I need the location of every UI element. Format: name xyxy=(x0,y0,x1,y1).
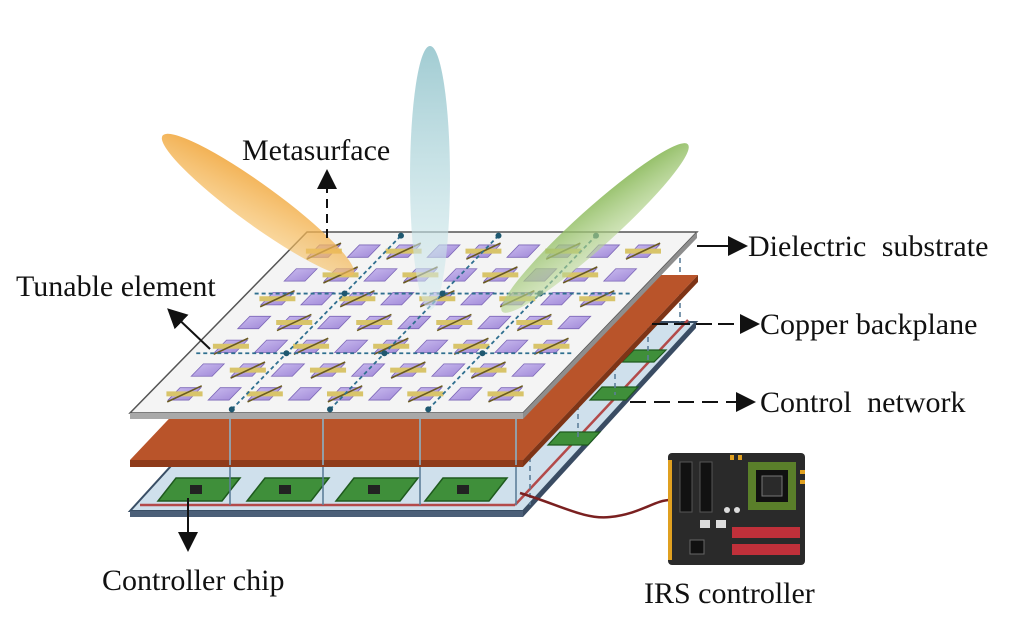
tunable-element-diode xyxy=(453,337,489,356)
tunable-element-diode xyxy=(516,313,552,332)
tunable-element-diode xyxy=(247,385,283,403)
unit-patch xyxy=(300,292,335,306)
tunable-element-diode xyxy=(213,337,249,356)
control-line xyxy=(427,234,597,411)
control-line xyxy=(231,234,402,411)
tunable-element-diode xyxy=(230,361,266,379)
unit-patch xyxy=(539,292,575,306)
label-metasurface: Metasurface xyxy=(242,134,391,167)
unit-patch xyxy=(350,363,386,377)
control-node xyxy=(381,350,388,357)
label-control-network: Control network xyxy=(760,386,966,419)
unit-patch xyxy=(430,363,466,377)
unit-patch xyxy=(557,315,592,330)
label-irs-controller: IRS controller xyxy=(644,577,815,610)
beam-center xyxy=(410,46,450,310)
tunable-element-diode xyxy=(625,242,661,260)
tunable-element-diode xyxy=(482,266,518,284)
control-node xyxy=(228,406,235,413)
control-node xyxy=(341,290,348,297)
control-node xyxy=(439,290,446,297)
unit-patch xyxy=(333,339,369,353)
unit-patch xyxy=(511,363,546,377)
irs-controller-board xyxy=(519,453,805,565)
controller-chip xyxy=(423,477,509,502)
unit-patch xyxy=(448,387,483,401)
unit-patch xyxy=(443,268,478,282)
unit-patch xyxy=(287,387,323,401)
tunable-element-diode xyxy=(436,313,472,332)
label-controller-chip: Controller chip xyxy=(102,564,285,597)
controller-chip xyxy=(245,477,331,502)
unit-cell-array xyxy=(166,242,661,403)
control-line xyxy=(329,234,500,411)
unit-patch xyxy=(283,268,318,282)
control-node xyxy=(283,350,290,357)
tunable-element-diode xyxy=(356,313,392,332)
tunable-element-diode xyxy=(562,266,598,284)
tunable-element-diode xyxy=(488,385,524,403)
unit-patch xyxy=(316,315,352,330)
unit-patch xyxy=(207,387,243,401)
unit-patch xyxy=(476,315,512,330)
tunable-element-diode xyxy=(390,361,426,379)
controller-chip xyxy=(156,477,242,502)
controller-chips xyxy=(156,349,668,502)
tunable-element-diode xyxy=(470,361,506,379)
unit-patch xyxy=(602,268,638,282)
radiation-beams xyxy=(161,46,689,313)
unit-patch xyxy=(363,268,398,282)
unit-patch xyxy=(270,363,306,377)
tunable-element-diode xyxy=(166,385,203,403)
unit-patch xyxy=(494,339,529,353)
tunable-element-arrow xyxy=(167,308,211,350)
beam-right xyxy=(501,143,689,313)
control-node xyxy=(495,232,502,239)
control-node xyxy=(479,350,486,357)
label-dielectric-substrate: Dielectric substrate xyxy=(748,230,989,263)
tunable-element-diode xyxy=(259,289,295,308)
unit-patch xyxy=(236,315,272,330)
unit-patch xyxy=(346,244,382,258)
controller-chip xyxy=(334,477,420,502)
beam-left xyxy=(161,133,355,277)
control-node xyxy=(327,406,334,413)
unit-patch xyxy=(367,387,403,401)
annotation-arrows xyxy=(167,169,760,552)
unit-patch xyxy=(459,292,495,306)
unit-patch xyxy=(506,244,541,258)
control-node xyxy=(425,406,432,413)
tunable-element-diode xyxy=(310,361,346,379)
tunable-element-diode xyxy=(533,337,569,356)
tunable-element-diode xyxy=(407,385,443,403)
label-copper-backplane: Copper backplane xyxy=(760,308,978,341)
control-node xyxy=(397,232,404,239)
unit-patch xyxy=(379,292,415,306)
tunable-element-diode xyxy=(293,337,329,356)
tunable-element-diode xyxy=(276,313,312,332)
label-tunable-element: Tunable element xyxy=(16,270,216,303)
unit-patch xyxy=(190,363,226,377)
control-lines xyxy=(196,232,631,413)
